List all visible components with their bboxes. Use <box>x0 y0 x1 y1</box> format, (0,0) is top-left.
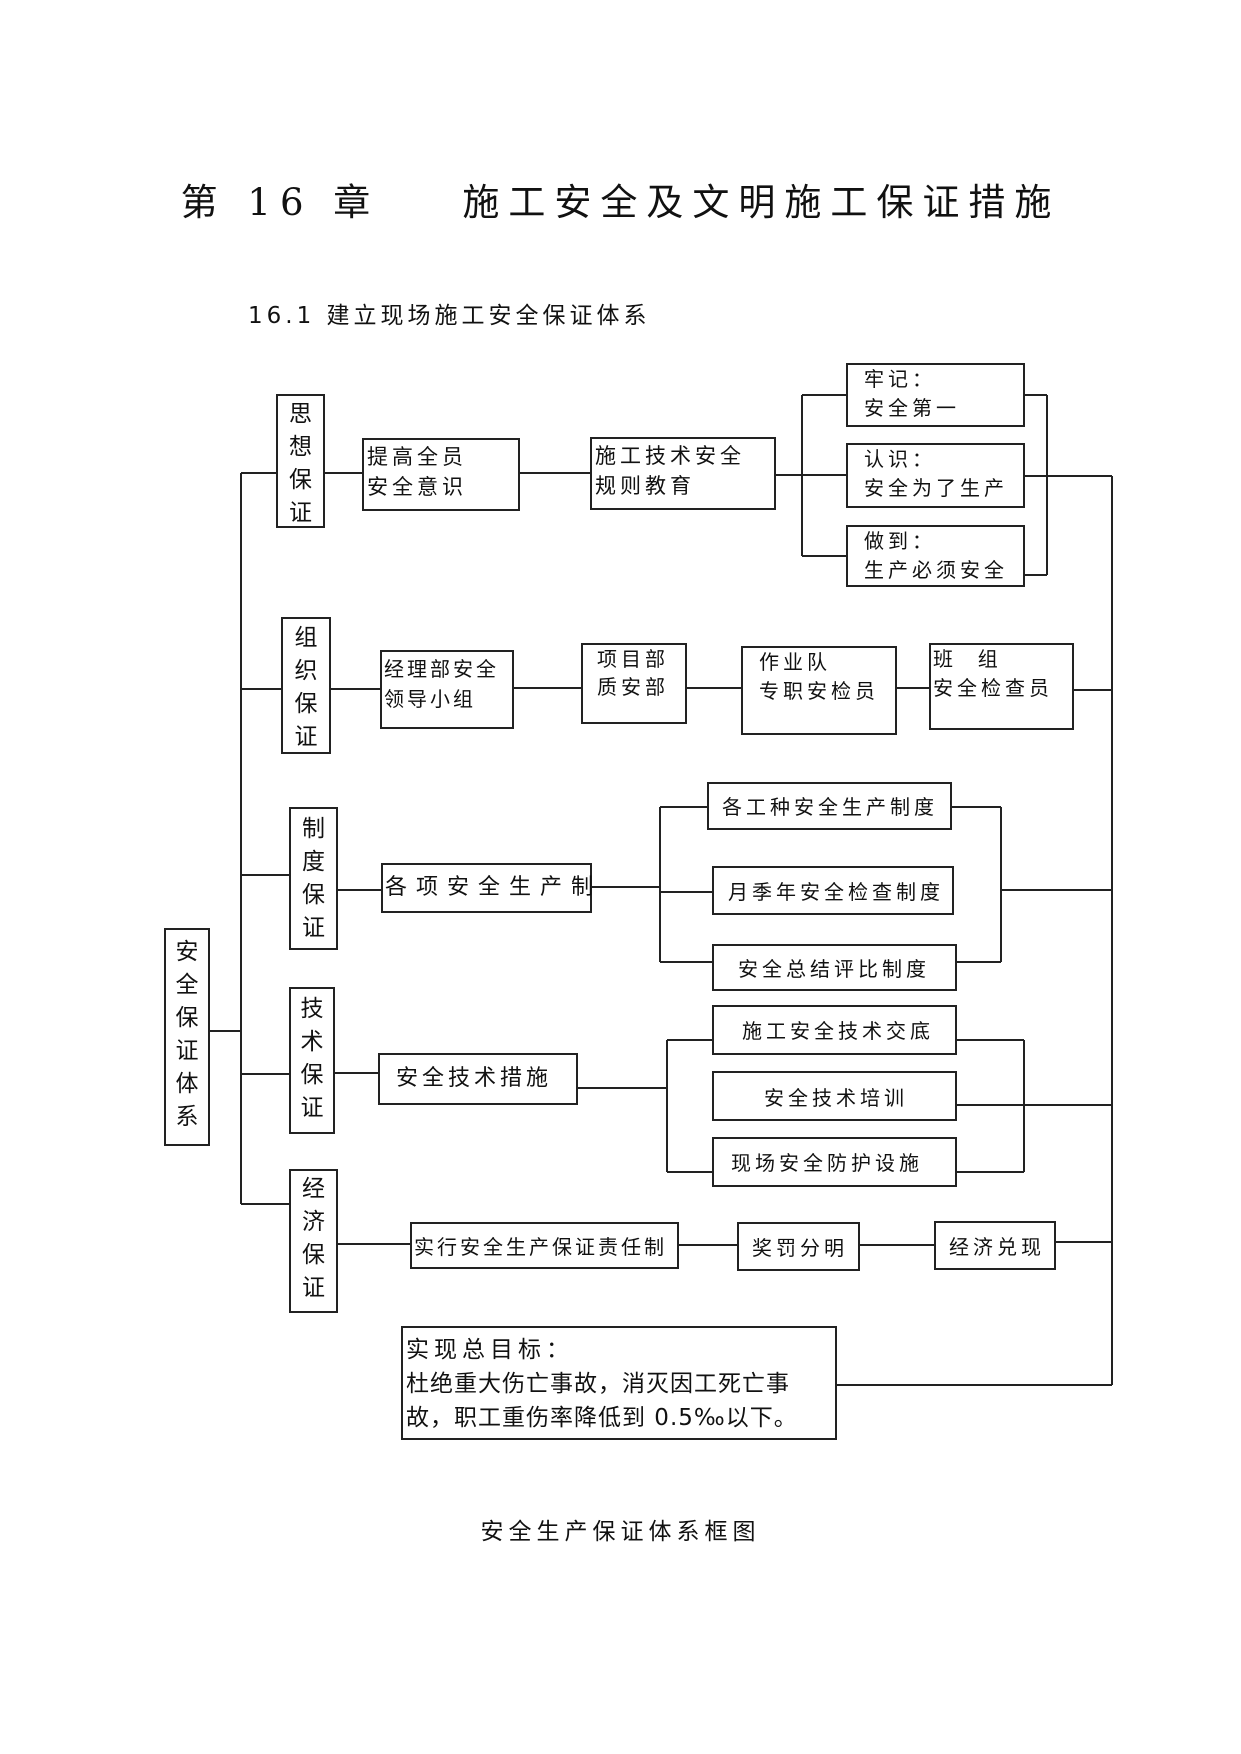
responsibility-system-box: 实行安全生产保证责任制 <box>410 1222 679 1269</box>
economic-fulfillment-box: 经济兑现 <box>934 1221 1056 1270</box>
label-char: 保 <box>294 691 318 717</box>
box-line: 安全检查员 <box>933 676 1053 700</box>
root-char: 安 <box>175 939 199 965</box>
quality-safety-dept-box: 项目部 质安部 <box>581 643 687 724</box>
box-line: 领导小组 <box>384 687 476 711</box>
box-line: 奖罚分明 <box>752 1236 848 1260</box>
root-char: 全 <box>175 972 199 998</box>
safety-assurance-system-box: 安 全 保 证 体 系 <box>164 928 210 1146</box>
box-line: 月季年安全检查制度 <box>728 880 944 904</box>
label-char: 组 <box>294 625 318 651</box>
safety-production-rules-box: 各 项 安 全 生 产 制 <box>381 863 594 913</box>
box-line: 施工安全技术交底 <box>742 1019 934 1043</box>
box-line: 经济兑现 <box>949 1235 1045 1259</box>
box-line: 生产必须安全 <box>864 558 1008 582</box>
label-char: 度 <box>302 849 325 875</box>
safety-rules-education-box: 施工技术安全 规则教育 <box>590 437 776 510</box>
rewards-penalties-box: 奖罚分明 <box>737 1222 860 1271</box>
raise-awareness-box: 提高全员 安全意识 <box>362 438 520 511</box>
goal-heading: 实现总目标： <box>406 1337 574 1363</box>
box-line: 质安部 <box>597 675 669 699</box>
box-line: 安全意识 <box>367 475 467 499</box>
site-protection-facilities-box: 现场安全防护设施 <box>712 1137 957 1187</box>
organization-assurance-box: 组 织 保 证 <box>281 617 331 754</box>
box-line: 现场安全防护设施 <box>731 1151 923 1175</box>
label-char: 保 <box>300 1062 324 1088</box>
chapter-title: 第 16 章 施工安全及文明施工保证措施 <box>180 181 1061 224</box>
label-char: 保 <box>302 1242 325 1268</box>
box-line: 安全技术措施 <box>396 1066 553 1091</box>
box-line: 班 组 <box>933 647 1002 671</box>
understand-safety-box: 认识： 安全为了生产 <box>846 443 1025 508</box>
label-char: 织 <box>294 658 318 684</box>
goal-line: 故，职工重伤率降低到 0.5‰以下。 <box>406 1405 798 1431</box>
box-line: 安全总结评比制度 <box>738 957 930 981</box>
box-line: 经理部安全 <box>384 657 499 681</box>
trade-safety-rules-box: 各工种安全生产制度 <box>707 782 952 830</box>
label-char: 想 <box>289 434 312 460</box>
goal-line: 杜绝重大伤亡事故，消灭因工死亡事 <box>406 1371 790 1397</box>
technical-training-box: 安全技术培训 <box>712 1071 957 1121</box>
box-line: 项目部 <box>597 647 669 671</box>
box-line: 认识： <box>864 447 936 471</box>
full-time-inspector-box: 作业队 专职安检员 <box>741 646 897 735</box>
label-char: 证 <box>300 1095 324 1121</box>
root-char: 证 <box>175 1038 199 1064</box>
label-char: 证 <box>302 915 325 941</box>
label-char: 思 <box>289 401 312 427</box>
box-line: 各工种安全生产制度 <box>722 795 938 819</box>
label-char: 经 <box>302 1176 325 1202</box>
label-char: 制 <box>302 816 325 842</box>
safety-review-rules-box: 安全总结评比制度 <box>712 944 957 991</box>
periodic-inspection-rules-box: 月季年安全检查制度 <box>712 866 954 915</box>
economic-assurance-box: 经 济 保 证 <box>289 1169 338 1313</box>
team-safety-inspector-box: 班 组 安全检查员 <box>929 643 1074 730</box>
box-line: 安全为了生产 <box>864 476 1008 500</box>
overall-goal-box: 实现总目标： 杜绝重大伤亡事故，消灭因工死亡事 故，职工重伤率降低到 0.5‰以… <box>401 1326 837 1440</box>
box-line: 安全第一 <box>864 396 960 420</box>
label-char: 保 <box>302 882 325 908</box>
label-char: 济 <box>302 1209 325 1235</box>
technology-assurance-box: 技 术 保 证 <box>289 987 335 1134</box>
root-char: 系 <box>175 1104 199 1130</box>
label-char: 证 <box>294 724 318 750</box>
label-char: 证 <box>289 500 312 526</box>
label-char: 证 <box>302 1275 325 1301</box>
box-line: 专职安检员 <box>759 679 879 703</box>
safety-leadership-group-box: 经理部安全 领导小组 <box>380 650 514 729</box>
box-line: 各 项 安 全 生 产 制 <box>385 875 594 900</box>
section-heading: 16.1 建立现场施工安全保证体系 <box>248 303 651 329</box>
root-char: 体 <box>175 1071 199 1097</box>
figure-caption: 安全生产保证体系框图 <box>480 1519 761 1545</box>
box-line: 规则教育 <box>595 474 695 498</box>
box-line: 安全技术培训 <box>764 1086 908 1110</box>
box-line: 实行安全生产保证责任制 <box>414 1235 667 1259</box>
label-char: 术 <box>300 1029 324 1055</box>
box-line: 做到： <box>864 529 936 553</box>
ensure-safety-box: 做到： 生产必须安全 <box>846 525 1025 587</box>
root-char: 保 <box>175 1005 199 1031</box>
technical-briefing-box: 施工安全技术交底 <box>712 1005 957 1055</box>
ideology-assurance-box: 思 想 保 证 <box>276 394 325 528</box>
label-char: 保 <box>289 467 312 493</box>
box-line: 提高全员 <box>367 445 467 469</box>
remember-safety-first-box: 牢记： 安全第一 <box>846 363 1025 427</box>
system-assurance-box: 制 度 保 证 <box>289 807 338 950</box>
box-line: 作业队 <box>759 650 831 674</box>
box-line: 牢记： <box>864 367 936 391</box>
box-line: 施工技术安全 <box>595 444 745 468</box>
safety-technical-measures-box: 安全技术措施 <box>378 1053 578 1105</box>
label-char: 技 <box>300 996 324 1022</box>
